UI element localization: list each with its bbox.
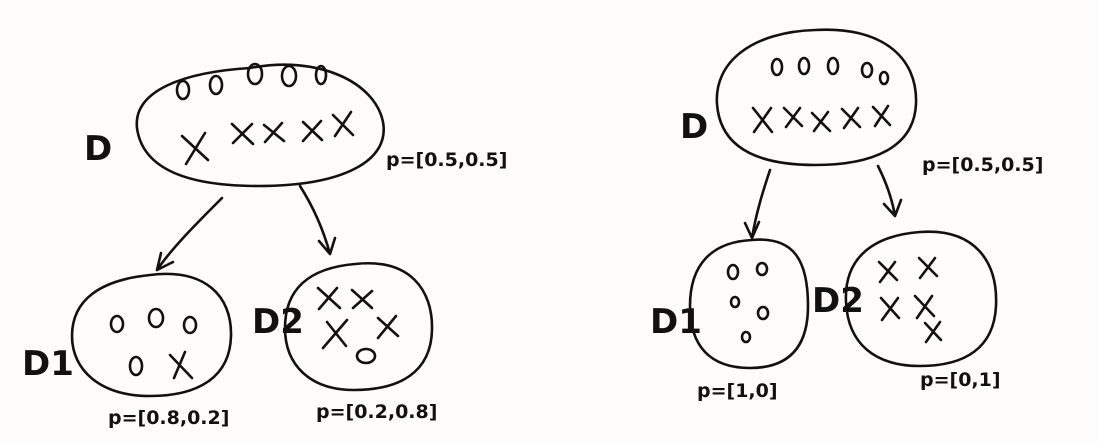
arrow-left-to-d1 [155,196,224,272]
arrow-right-to-d1 [743,168,772,240]
d1-label-right: D1 [650,302,702,342]
d2-prob-left: p=[0.2,0.8] [316,401,437,423]
sample-circle [755,261,769,277]
arrow-left-to-d2 [298,184,337,256]
sample-circle [878,70,890,86]
sample-cross [913,294,936,320]
root-label-right: D [680,107,708,147]
sample-circle [246,62,264,86]
sample-cross [751,106,774,134]
sample-cross [316,286,342,311]
sample-cross [168,350,194,380]
child-node-d1-right: D1 p=[1,0] [650,238,810,402]
root-node-right: D p=[0.5,0.5] [680,28,1043,176]
root-blob-right [715,28,918,167]
sample-cross [321,318,349,350]
sample-cross [877,260,899,284]
sample-cross [810,110,832,133]
sample-cross [301,119,324,143]
root-prob-left: p=[0.5,0.5] [386,149,507,171]
sample-circle [797,56,811,76]
sample-circle [109,314,125,334]
sample-cross [879,296,901,322]
sample-circle [147,307,165,329]
sample-cross [230,122,255,146]
sample-circle [208,74,224,96]
sample-circle [128,355,144,377]
sample-circle [314,64,328,86]
tree-left: D p=[0.5,0.5] D1 p=[0.8,0.2] D2 p=[0.2 [22,62,507,429]
sample-circle [355,347,377,365]
sample-circle [770,57,784,77]
sample-cross [871,104,892,128]
root-node-left: D p=[0.5,0.5] [84,62,507,188]
d1-label-left: D1 [22,344,74,384]
sample-circle [756,305,770,321]
sample-cross [840,106,862,130]
root-prob-right: p=[0.5,0.5] [922,154,1043,176]
sample-circle [826,56,840,76]
child-node-d2-left: D2 p=[0.2,0.8] [252,261,437,423]
d2-blob-right [844,230,998,368]
sample-cross [180,131,210,166]
d2-label-right: D2 [812,281,864,321]
sample-circle [182,315,198,335]
child-node-d1-left: D1 p=[0.8,0.2] [22,272,233,429]
d2-blob-left [283,261,434,392]
sample-circle [280,64,298,88]
arrow-right-to-d2 [876,164,903,218]
sample-cross [376,314,400,340]
sample-circle [729,295,741,309]
root-label-left: D [84,129,112,169]
sample-cross [350,288,374,310]
child-node-d2-right: D2 p=[0,1] [812,230,1001,391]
sample-cross [782,106,804,129]
sample-cross [331,110,355,138]
sample-circle [740,330,752,344]
d1-blob-left [70,272,233,398]
sample-circle [860,61,874,79]
sample-cross [917,256,939,280]
sample-circle [726,263,740,281]
root-blob-left [135,63,386,188]
d2-label-left: D2 [252,302,304,342]
sample-circle [175,79,191,101]
d1-prob-left: p=[0.8,0.2] [108,407,229,429]
d1-blob-right [688,238,810,370]
sample-cross [923,320,943,344]
sample-cross [262,121,286,144]
tree-right: D p=[0.5,0.5] D1 p=[1,0] D2 p=[0,1] [650,28,1043,402]
d2-prob-right: p=[0,1] [920,369,1001,391]
d1-prob-right: p=[1,0] [697,380,778,402]
